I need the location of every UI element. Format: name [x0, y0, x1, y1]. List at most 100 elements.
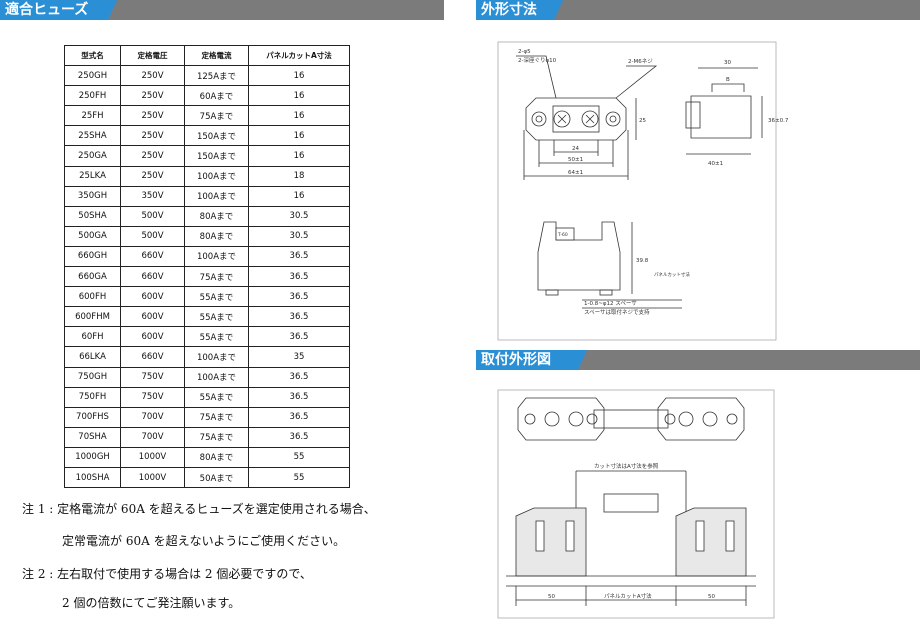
cell-model: 700FHS [64, 406, 121, 428]
cell-panel-cut: 36.5 [248, 245, 350, 268]
mount-dim-left: 50 [548, 594, 555, 600]
cell-panel-cut: 36.5 [248, 386, 350, 408]
cell-model: 25SHA [64, 125, 121, 147]
cell-current: 55Aまで [184, 286, 249, 308]
cell-panel-cut: 36.5 [248, 406, 350, 428]
mount-header-bar: 取付外形図 [476, 350, 920, 370]
cell-model: 70SHA [64, 426, 121, 448]
cell-panel-cut: 55 [248, 446, 350, 468]
side-view-body [690, 95, 752, 139]
right-holder-top [657, 397, 745, 441]
cell-current: 100Aまで [184, 245, 249, 268]
cell-voltage: 660V [120, 266, 185, 288]
note-2-line-2: 2 個の倍数にてご発注願います。 [62, 596, 241, 610]
cell-panel-cut: 36.5 [248, 366, 350, 388]
cell-current: 125Aまで [184, 65, 249, 87]
cell-voltage: 600V [120, 286, 185, 308]
cell-current: 100Aまで [184, 185, 249, 207]
cell-voltage: 250V [120, 125, 185, 147]
cell-voltage: 700V [120, 406, 185, 428]
cell-panel-cut: 16 [248, 85, 350, 107]
cell-model: 750GH [64, 366, 121, 388]
front-note-1: 1-0.8~φ12 スペーサ [584, 300, 637, 307]
dim-25: 25 [639, 118, 646, 124]
cell-model: 50SHA [64, 205, 121, 227]
left-screw-icon [553, 110, 571, 128]
cell-voltage: 250V [120, 65, 185, 87]
table-header-row: 型式名 定格電圧 定格電流 パネルカットA寸法 [64, 44, 350, 67]
mount-dim-center: パネルカットA寸法 [604, 592, 652, 600]
cell-model: 100SHA [64, 466, 121, 489]
note-1-line-1: 注 1 : 定格電流が 60A を超えるヒューズを選定使用される場合、 [22, 502, 376, 516]
cell-current: 75Aまで [184, 266, 249, 288]
cell-voltage: 500V [120, 225, 185, 247]
cell-current: 100Aまで [184, 165, 249, 187]
cell-model: 750FH [64, 386, 121, 408]
cell-voltage: 250V [120, 165, 185, 187]
cell-voltage: 660V [120, 245, 185, 268]
cell-model: 500GA [64, 225, 121, 247]
mount-title: 取付外形図 [476, 350, 587, 370]
cell-voltage: 700V [120, 426, 185, 448]
external-dimensions-drawing: 2-φ5 2-深座ぐりφ10 2-M6ネジ 24 50±1 64±1 25 30… [497, 41, 789, 341]
cell-current: 75Aまで [184, 105, 249, 127]
cell-voltage: 660V [120, 346, 185, 368]
cell-model: 60FH [64, 326, 121, 348]
cell-current: 55Aまで [184, 326, 249, 348]
cell-panel-cut: 36.5 [248, 306, 350, 328]
cell-panel-cut: 36.5 [248, 266, 350, 288]
cell-voltage: 500V [120, 205, 185, 227]
note-2-line-1: 注 2 : 左右取付で使用する場合は 2 個必要ですので、 [22, 567, 312, 581]
col-header-voltage: 定格電圧 [120, 44, 185, 67]
cell-panel-cut: 16 [248, 105, 350, 127]
mount-dim-right: 50 [708, 594, 715, 600]
cell-voltage: 250V [120, 145, 185, 167]
col-header-panel-cut: パネルカットA寸法 [248, 44, 350, 67]
cell-current: 50Aまで [184, 466, 249, 489]
cell-panel-cut: 36.5 [248, 286, 350, 308]
cell-voltage: 350V [120, 185, 185, 207]
dim-hole-sub: 2-深座ぐりφ10 [518, 56, 557, 64]
cell-model: 250GA [64, 145, 121, 167]
col-header-model: 型式名 [64, 44, 121, 67]
fuse-body-top [593, 409, 669, 429]
cell-model: 350GH [64, 185, 121, 207]
cell-model: 1000GH [64, 446, 121, 468]
mount-frame [497, 389, 775, 619]
right-mount-hole [605, 111, 621, 127]
note-1-line-2: 定常電流が 60A を超えないようにご使用ください。 [62, 534, 346, 548]
cell-model: 250FH [64, 85, 121, 107]
front-note-2: スペーサは取付ネジで支持 [584, 308, 650, 316]
dim-hole-label: 2-φ5 [518, 49, 531, 55]
fuse-body-side [603, 493, 659, 513]
dims-header-bar: 外形寸法 [476, 0, 920, 20]
dim-30: 30 [724, 60, 731, 66]
cell-panel-cut: 36.5 [248, 326, 350, 348]
cell-panel-cut: 30.5 [248, 205, 350, 227]
cell-model: 600FH [64, 286, 121, 308]
cell-panel-cut: 30.5 [248, 225, 350, 247]
top-view-body [525, 97, 627, 141]
dim-b: B [726, 77, 730, 83]
cell-model: 660GH [64, 245, 121, 268]
cell-current: 75Aまで [184, 406, 249, 428]
dim-39: 39.8 [636, 258, 649, 264]
cell-current: 150Aまで [184, 145, 249, 167]
cell-voltage: 750V [120, 386, 185, 408]
right-screw-icon [581, 110, 599, 128]
side-note: パネルカット寸法 [654, 271, 690, 278]
